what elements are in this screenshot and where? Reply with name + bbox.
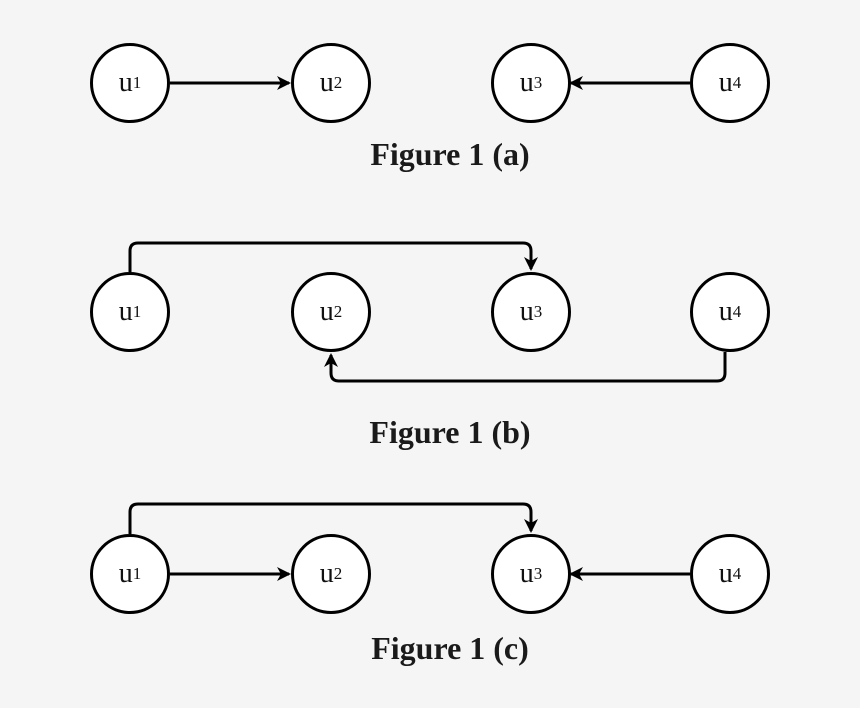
node-label: u <box>118 296 133 327</box>
figure-caption-b: Figure 1 (b) <box>369 414 531 450</box>
node-subscript: 1 <box>132 302 142 321</box>
node-label: u <box>118 558 133 589</box>
node-subscript: 4 <box>732 302 742 321</box>
node-subscript: 1 <box>132 564 142 583</box>
node-subscript: 2 <box>333 73 343 92</box>
node-subscript: 3 <box>533 564 543 583</box>
edge-b-u4-u2 <box>324 352 727 383</box>
node-label: u <box>718 558 733 589</box>
node-label: u <box>718 296 733 327</box>
node-label: u <box>519 558 534 589</box>
node-subscript: 2 <box>333 564 343 583</box>
node-label: u <box>519 67 534 98</box>
node-label: u <box>319 558 334 589</box>
node-label: u <box>718 67 733 98</box>
node-subscript: 3 <box>533 73 543 92</box>
node-label: u <box>118 67 133 98</box>
node-label: u <box>319 296 334 327</box>
node-subscript: 2 <box>333 302 343 321</box>
node-subscript: 1 <box>132 73 142 92</box>
figure-caption-a: Figure 1 (a) <box>370 136 530 172</box>
node-subscript: 4 <box>732 564 742 583</box>
node-label: u <box>519 296 534 327</box>
figure-caption-c: Figure 1 (c) <box>371 630 529 666</box>
node-subscript: 3 <box>533 302 543 321</box>
node-label: u <box>319 67 334 98</box>
node-subscript: 4 <box>732 73 742 92</box>
edge-b-u1-u3 <box>128 241 538 272</box>
edge-c-u1-u3 <box>128 502 538 534</box>
